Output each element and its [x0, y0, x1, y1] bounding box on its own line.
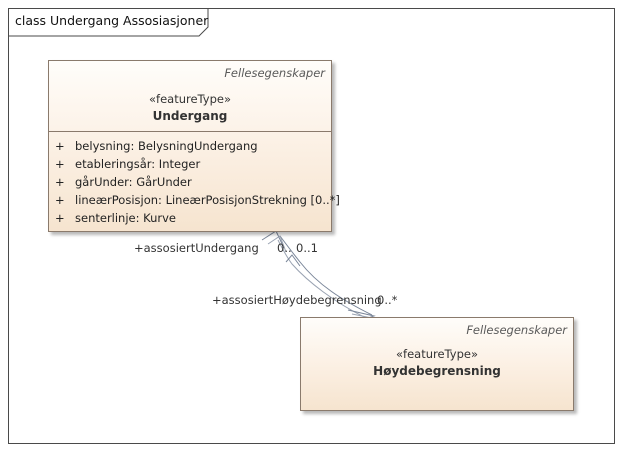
attribute-row[interactable]: + gårUnder: GårUnder	[55, 174, 192, 190]
role-assosiert-undergang: +assosiertUndergang	[134, 241, 259, 255]
visibility-marker: +	[55, 157, 65, 171]
class-undergang[interactable]: Fellesegenskaper «featureType» Undergang…	[48, 60, 340, 232]
frame-title: class Undergang Assosiasjoner	[15, 13, 209, 28]
visibility-marker: +	[55, 175, 65, 189]
frame-title-tab	[9, 9, 209, 37]
multiplicity-undergang-b: 0..1	[296, 241, 318, 255]
attribute-text: etableringsår: Integer	[75, 157, 201, 171]
multiplicity-undergang-a: 0..	[277, 241, 292, 255]
class-hoydebegrensning-package: Fellesegenskaper	[466, 323, 567, 337]
attribute-row[interactable]: + etableringsår: Integer	[55, 156, 200, 172]
class-undergang-name: Undergang	[152, 109, 228, 123]
class-hoydebegrensning-stereotype: «featureType»	[395, 347, 478, 361]
class-hoydebegrensning-name: Høydebegrensning	[373, 364, 501, 378]
attribute-row[interactable]: + belysning: BelysningUndergang	[55, 138, 258, 154]
attribute-row[interactable]: + lineærPosisjon: LineærPosisjonStrekning…	[55, 192, 340, 208]
role-assosiert-hoydebegrensning: +assosiertHøydebegrensning	[212, 293, 382, 307]
multiplicity-hoydebegrensning: 0..*	[377, 293, 398, 307]
arrowhead-undergang-side	[285, 254, 301, 267]
association-line	[279, 235, 373, 316]
class-undergang-stereotype: «featureType»	[148, 92, 231, 106]
class-hoydebegrensning[interactable]: Fellesegenskaper «featureType» Høydebegr…	[300, 317, 574, 411]
visibility-marker: +	[55, 193, 65, 207]
attribute-text: gårUnder: GårUnder	[75, 175, 192, 189]
association-line-shadow	[277, 239, 367, 319]
visibility-marker: +	[55, 211, 65, 225]
attribute-text: belysning: BelysningUndergang	[75, 139, 258, 153]
class-undergang-divider	[49, 131, 331, 132]
attribute-text: lineærPosisjon: LineærPosisjonStrekning …	[75, 193, 340, 207]
attribute-text: senterlinje: Kurve	[75, 211, 177, 225]
attribute-row[interactable]: + senterlinje: Kurve	[55, 210, 176, 226]
visibility-marker: +	[55, 139, 65, 153]
diagram-frame: class Undergang Assosiasjoner	[8, 8, 615, 444]
class-undergang-package: Fellesegenskaper	[224, 66, 325, 80]
arrowhead-undergang-inner	[267, 235, 287, 253]
